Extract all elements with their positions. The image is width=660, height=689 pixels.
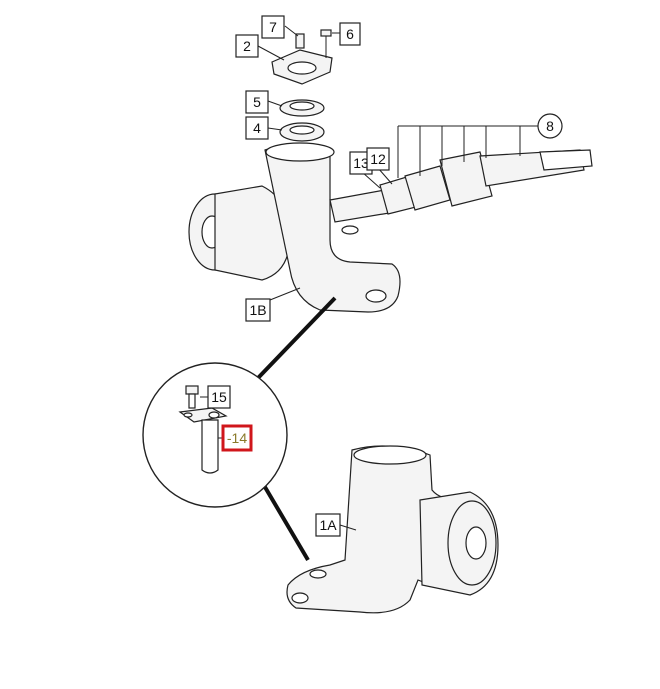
callout-14-label: -14 <box>227 430 247 446</box>
callout-12-label: 12 <box>370 151 386 167</box>
callout-8[interactable]: 8 <box>537 113 563 139</box>
drive-shaft-8 <box>379 149 593 215</box>
grease-nipple-7 <box>295 33 305 49</box>
callout-5[interactable]: 5 <box>245 90 269 114</box>
connector-top <box>256 296 337 380</box>
callout-4-label: 4 <box>253 120 261 136</box>
callout-8-label: 8 <box>546 118 554 134</box>
steering-arm-eye <box>365 289 387 303</box>
callout-15-label: 15 <box>211 389 227 405</box>
callout-2[interactable]: 2 <box>235 34 259 58</box>
bearing-stack <box>271 29 333 142</box>
callout-14-highlighted[interactable]: -14 <box>221 424 253 452</box>
highlight-box <box>221 424 253 452</box>
pin-14-shaft <box>201 419 219 474</box>
knuckle-1a-assembly <box>286 445 499 614</box>
callout-12[interactable]: 12 <box>366 147 390 171</box>
callout-7[interactable]: 7 <box>261 15 285 39</box>
callout-1a-label: 1A <box>319 517 337 533</box>
bolt-15-shank <box>188 393 196 409</box>
callout-2-label: 2 <box>243 38 251 54</box>
bolt-15-head <box>185 385 199 395</box>
connector-bottom <box>260 480 310 562</box>
kingpin-top <box>265 142 335 162</box>
knuckle-1a-body <box>286 445 463 614</box>
callout-1b[interactable]: 1B <box>245 298 271 322</box>
kingpin-top-1a <box>353 445 427 465</box>
knuckle-1b-assembly <box>188 142 401 313</box>
detail-circle <box>142 362 288 508</box>
callout-5-label: 5 <box>253 94 261 110</box>
callout-6[interactable]: 6 <box>339 22 361 46</box>
callout-1a[interactable]: 1A <box>315 513 341 537</box>
callout-13-label: 13 <box>353 155 369 171</box>
callout-4[interactable]: 4 <box>245 116 269 140</box>
bolt-6-head <box>320 29 332 37</box>
splined-end <box>539 149 593 171</box>
callout-6-label: 6 <box>346 26 354 42</box>
callout-1b-label: 1B <box>249 302 266 318</box>
callout-15[interactable]: 15 <box>207 385 231 409</box>
callout-7-label: 7 <box>269 19 277 35</box>
u-joint-cross <box>439 151 493 207</box>
